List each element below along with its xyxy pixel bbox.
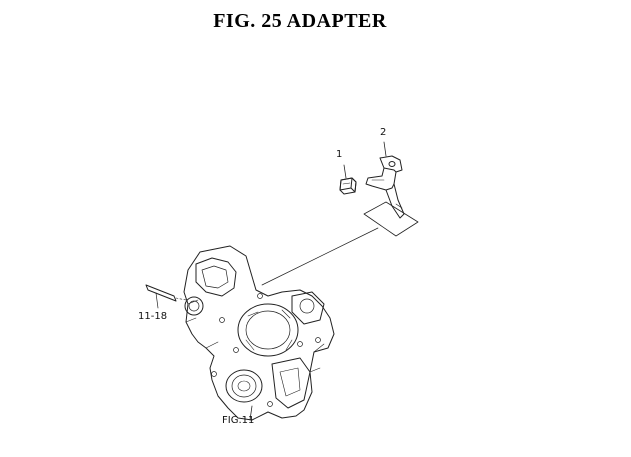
callout-part-1: 1 (336, 149, 343, 160)
stud-part-11-18 (145, 284, 187, 309)
timing-gear-cover (183, 245, 335, 421)
callout-part-11-18: 11-18 (138, 311, 168, 322)
fig11-leader-line (249, 405, 253, 421)
callout-part-2: 2 (380, 127, 387, 138)
figure-title: FIG. 25 ADAPTER (213, 10, 387, 32)
adapter-bracket-part-2 (365, 141, 405, 219)
assembly-center-line (261, 227, 379, 286)
gasket-plate (363, 201, 419, 237)
bolt-part-1 (339, 164, 357, 195)
callout-fig-11: FIG.11 (222, 415, 255, 426)
